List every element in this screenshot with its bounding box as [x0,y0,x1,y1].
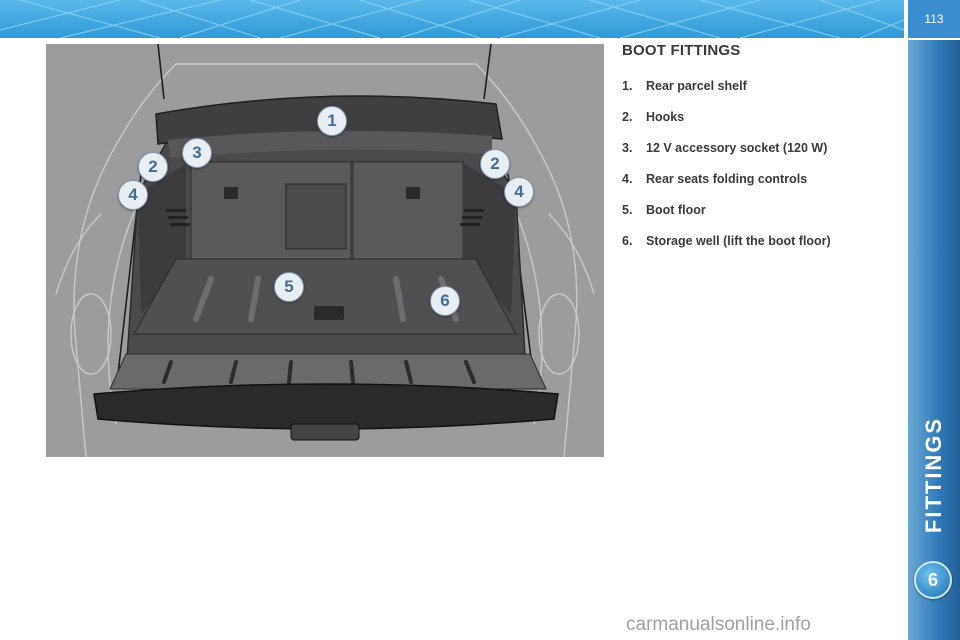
item-number: 2. [622,110,633,124]
fittings-list: 1. Rear parcel shelf 2. Hooks 3. 12 V ac… [622,79,892,265]
callout-6: 6 [430,286,460,316]
boot-illustration: 1 2 3 4 5 6 2 4 [46,44,604,457]
item-number: 3. [622,141,633,155]
callout-1: 1 [317,106,347,136]
item-label: Rear seats folding controls [646,172,808,186]
list-item: 2. Hooks [622,110,892,141]
callout-3: 3 [182,138,212,168]
list-item: 6. Storage well (lift the boot floor) [622,234,892,265]
chapter-side-tab [908,40,960,640]
item-label: Hooks [646,110,685,124]
callout-4-left: 4 [118,180,148,210]
callout-2-left: 2 [138,152,168,182]
callout-5: 5 [274,272,304,302]
callout-4-right: 4 [504,177,534,207]
item-number: 6. [622,234,633,248]
chapter-title: FITTINGS [908,370,960,580]
boot-drawing [55,44,595,457]
list-item: 3. 12 V accessory socket (120 W) [622,141,892,172]
item-label: Storage well (lift the boot floor) [646,234,831,248]
item-number: 4. [622,172,633,186]
boot-fittings-section: BOOT FITTINGS 1. Rear parcel shelf 2. Ho… [622,42,892,265]
list-item: 5. Boot floor [622,203,892,234]
item-label: Rear parcel shelf [646,79,747,93]
top-banner [0,0,904,38]
item-label: Boot floor [646,203,706,217]
watermark: carmanualsonline.info [626,614,811,635]
item-label: 12 V accessory socket (120 W) [646,141,828,155]
page-number: 113 [908,0,960,38]
item-number: 1. [622,79,633,93]
list-item: 4. Rear seats folding controls [622,172,892,203]
list-item: 1. Rear parcel shelf [622,79,892,110]
section-title: BOOT FITTINGS [622,42,741,59]
callout-2-right: 2 [480,149,510,179]
chapter-title-text: FITTINGS [921,416,946,534]
item-number: 5. [622,203,633,217]
chapter-badge: 6 [914,561,952,599]
banner-pattern [0,0,904,38]
